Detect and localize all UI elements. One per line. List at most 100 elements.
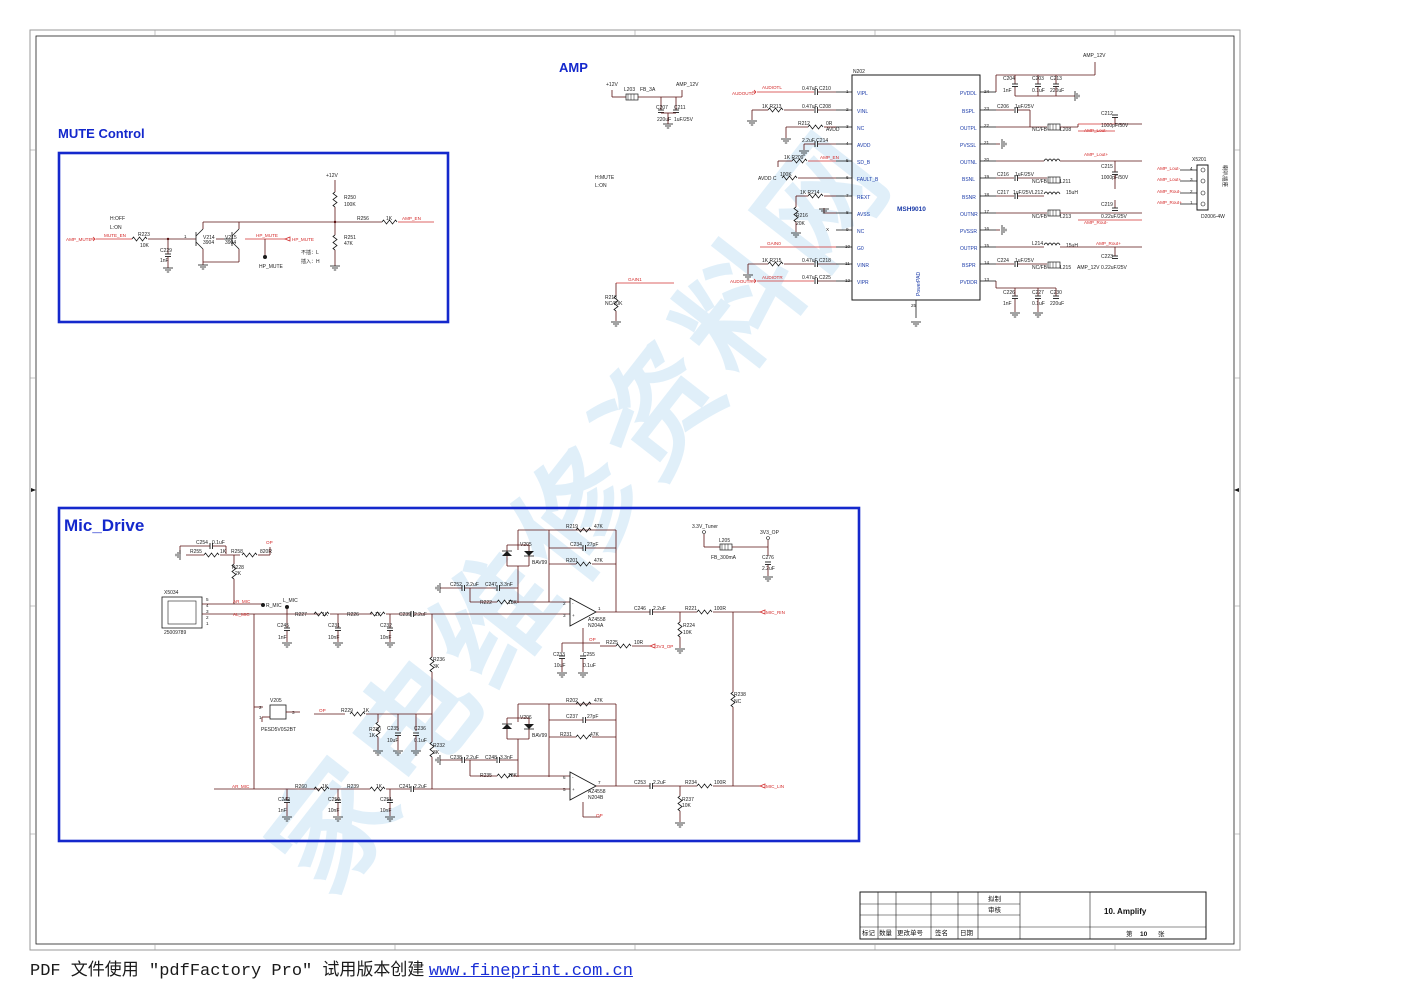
svg-text:5: 5 <box>206 597 209 602</box>
svg-text:AMP_12V: AMP_12V <box>1083 53 1106 59</box>
svg-text:AR_MIC: AR_MIC <box>233 599 251 604</box>
svg-text:C229: C229 <box>160 248 172 254</box>
svg-text:1: 1 <box>1190 200 1193 205</box>
svg-text:C235: C235 <box>387 726 399 732</box>
svg-text:AMP_Rout+: AMP_Rout+ <box>1096 241 1121 246</box>
svg-text:1K R213: 1K R213 <box>762 104 782 110</box>
svg-text:1K: 1K <box>375 612 382 618</box>
svg-text:AVDD C: AVDD C <box>758 176 777 182</box>
tb-drafted: 拟制 <box>988 894 1002 903</box>
svg-text:10uF: 10uF <box>387 738 398 744</box>
svg-text:R234: R234 <box>685 780 697 786</box>
svg-text:0.1uF: 0.1uF <box>583 663 596 669</box>
svg-text:AR_MIC: AR_MIC <box>232 784 250 789</box>
svg-text:3: 3 <box>846 124 849 129</box>
svg-text:1K: 1K <box>376 784 383 790</box>
svg-text:220uF: 220uF <box>1050 301 1064 307</box>
svg-text:8: 8 <box>846 210 849 215</box>
svg-text:V214: V214 <box>203 235 215 241</box>
svg-text:25: 25 <box>911 303 917 308</box>
svg-text:1: 1 <box>206 621 209 626</box>
tb-title: 10. Amplify <box>1104 907 1147 916</box>
svg-text:不插：L: 不插：L <box>301 249 319 256</box>
svg-text:BSPL: BSPL <box>962 109 975 115</box>
svg-text:3904: 3904 <box>225 240 236 246</box>
svg-text:NC/FB: NC/FB <box>1032 127 1048 133</box>
svg-text:9: 9 <box>846 227 849 232</box>
svg-text:3.3nF: 3.3nF <box>500 582 513 588</box>
svg-text:OUTNR: OUTNR <box>960 212 978 218</box>
watermark: 家电维修资料网 <box>245 105 919 916</box>
svg-text:R218: R218 <box>605 295 617 301</box>
svg-text:6: 6 <box>563 775 566 780</box>
svg-text:10K: 10K <box>682 803 692 809</box>
svg-text:3V3_OP: 3V3_OP <box>656 644 673 649</box>
svg-text:C211: C211 <box>674 105 686 111</box>
svg-text:C238: C238 <box>450 755 462 761</box>
svg-text:C239: C239 <box>399 612 411 618</box>
svg-text:X: X <box>826 227 829 232</box>
svg-text:N204B: N204B <box>588 795 604 801</box>
tb-sign: 签名 <box>935 928 948 937</box>
tb-change-no: 更改单号 <box>897 928 924 937</box>
svg-text:100R: 100R <box>714 606 726 612</box>
svg-text:C212: C212 <box>1101 111 1113 117</box>
svg-text:11: 11 <box>845 261 850 266</box>
svg-text:1K R214: 1K R214 <box>800 190 820 196</box>
svg-text:PESD5V0S2BT: PESD5V0S2BT <box>261 727 296 733</box>
svg-text:AZ4558: AZ4558 <box>588 789 606 795</box>
svg-text:C215: C215 <box>1101 164 1113 170</box>
svg-text:+12V: +12V <box>606 82 618 88</box>
svg-text:R256: R256 <box>357 216 369 222</box>
svg-text:1K R215: 1K R215 <box>762 258 782 264</box>
svg-text:C227: C227 <box>1032 290 1044 296</box>
svg-text:R221: R221 <box>685 606 697 612</box>
svg-text:10K: 10K <box>140 243 150 249</box>
svg-text:R260: R260 <box>295 784 307 790</box>
svg-text:PVSSL: PVSSL <box>960 143 976 149</box>
svg-text:C231: C231 <box>328 623 340 629</box>
footer-text: PDF 文件使用 "pdfFactory Pro" 试用版本创建 <box>30 962 425 981</box>
svg-text:C251: C251 <box>380 797 392 803</box>
svg-text:2.2uF: 2.2uF <box>653 780 666 786</box>
svg-text:47K: 47K <box>594 524 604 530</box>
fineprint-link[interactable]: www.fineprint.com.cn <box>428 962 633 981</box>
svg-text:1K: 1K <box>386 216 393 222</box>
svg-text:FB_300mA: FB_300mA <box>711 555 737 561</box>
svg-text:15: 15 <box>984 243 990 248</box>
svg-text:V205: V205 <box>270 698 282 704</box>
svg-text:C234: C234 <box>570 542 582 548</box>
svg-text:BSNR: BSNR <box>962 195 976 201</box>
svg-text:R225: R225 <box>606 640 618 646</box>
svg-text:R227: R227 <box>295 612 307 618</box>
svg-text:AMP_12V: AMP_12V <box>1077 265 1100 271</box>
svg-text:V215: V215 <box>225 235 237 241</box>
svg-text:C223: C223 <box>1101 254 1113 260</box>
svg-text:AMP_Lout-: AMP_Lout- <box>1157 166 1180 171</box>
svg-text:7: 7 <box>846 193 849 198</box>
svg-text:R212: R212 <box>798 121 810 127</box>
svg-text:OP: OP <box>319 708 326 713</box>
svg-text:L203: L203 <box>624 87 635 93</box>
svg-text:L_MIC: L_MIC <box>283 598 298 604</box>
svg-text:820R: 820R <box>260 549 272 555</box>
svg-text:C226: C226 <box>1003 290 1015 296</box>
svg-text:AMP_Rout-: AMP_Rout- <box>1157 189 1181 194</box>
svg-text:C247: C247 <box>485 582 497 588</box>
svg-text:10R: 10R <box>634 640 644 646</box>
svg-text:19: 19 <box>984 174 990 179</box>
svg-text:R216: R216 <box>796 213 808 219</box>
svg-text:1: 1 <box>846 89 849 94</box>
svg-text:14: 14 <box>984 260 990 265</box>
svg-text:1K R209: 1K R209 <box>784 155 804 161</box>
svg-text:BAV99: BAV99 <box>532 733 547 739</box>
svg-text:0.47uF C208: 0.47uF C208 <box>802 104 831 110</box>
svg-text:R250: R250 <box>344 195 356 201</box>
svg-text:R236: R236 <box>433 657 445 663</box>
svg-text:1000pF/50V: 1000pF/50V <box>1101 123 1129 129</box>
svg-text:R258: R258 <box>231 549 243 555</box>
svg-text:100K: 100K <box>780 172 792 178</box>
svg-text:+: + <box>572 787 575 792</box>
svg-text:C206: C206 <box>997 104 1009 110</box>
